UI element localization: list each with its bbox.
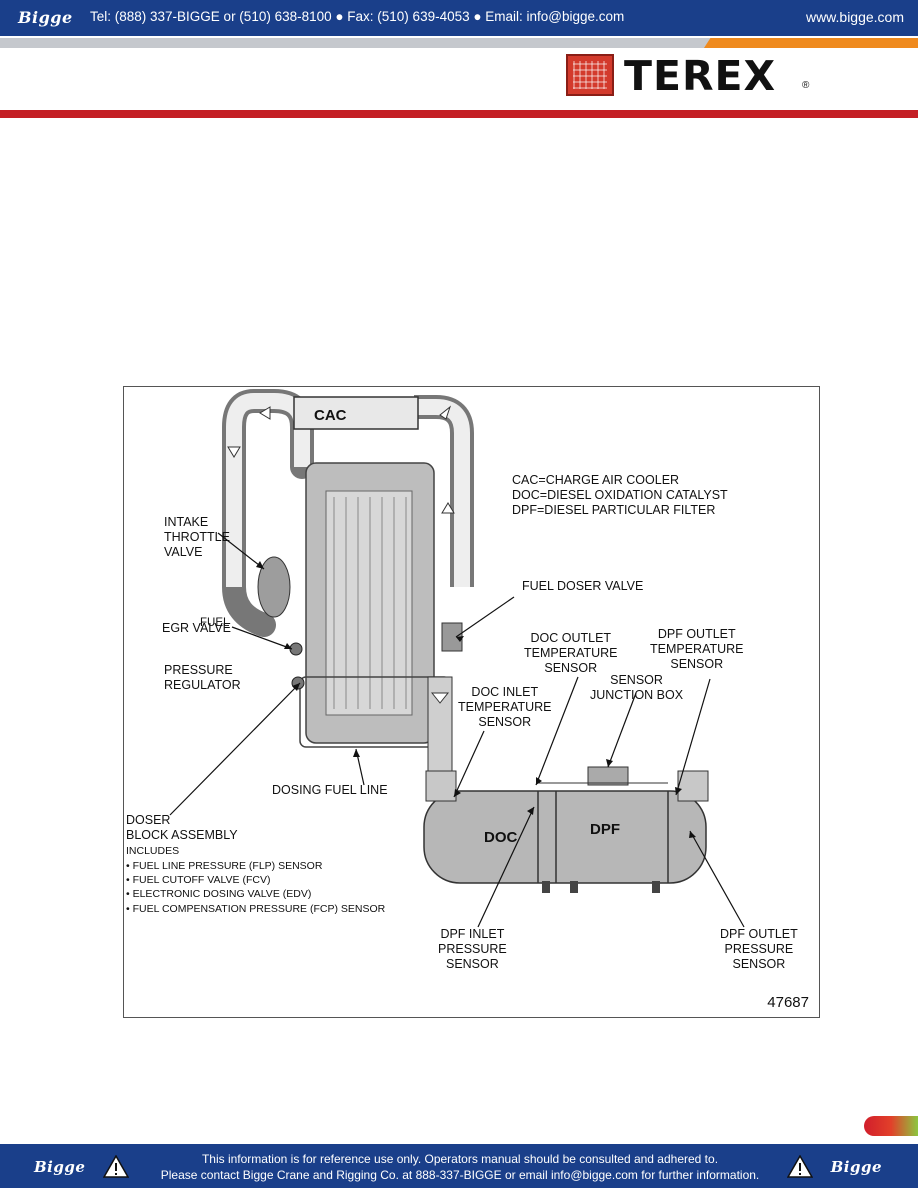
legend: CAC=CHARGE AIR COOLER DOC=DIESEL OXIDATI… [512,473,728,518]
list-item: • FUEL LINE PRESSURE (FLP) SENSOR [126,860,323,872]
arrow-down-icon [227,446,241,458]
bigge-logo: Bigge [830,1158,882,1176]
cac-box [293,396,419,430]
doc-outlet-temp-sensor-label: DOC OUTLET TEMPERATURE SENSOR [524,631,618,675]
intake-throttle-valve-label: INTAKE THROTTLE VALVE [164,515,230,559]
list-item: • FUEL CUTOFF VALVE (FCV) [126,874,271,887]
registered-mark: ® [802,80,810,91]
doc-tank-label: DOC [484,829,518,846]
footer-bar: Bigge This information is for reference … [0,1144,918,1188]
header-bar: Bigge Tel: (888) 337-BIGGE or (510) 638-… [0,0,918,36]
arrow-left-icon [259,406,271,420]
header-red-rule [0,110,918,118]
legend-line: DOC=DIESEL OXIDATION CATALYST [512,488,728,502]
website-link[interactable]: www.bigge.com [805,9,904,25]
list-item: • FUEL COMPENSATION PRESSURE (FCP) SENSO… [126,902,386,915]
header-gray-stripe [0,38,718,48]
arrow-down-icon [430,692,450,704]
bigge-logo: Bigge [34,1158,86,1176]
terex-logo-text: TEREX [624,52,777,100]
includes-list: • FUEL LINE PRESSURE (FLP) SENSOR • FUEL… [126,859,385,916]
disclaimer-line: This information is for reference use on… [201,1152,719,1166]
color-tab-decoration [864,1116,918,1136]
list-item: • ELECTRONIC DOSING VALVE (EDV) [126,888,312,901]
diagram-artwork [169,389,745,928]
cac-label: CAC [314,407,347,424]
arrow-up-icon [441,502,455,514]
legend-line: CAC=CHARGE AIR COOLER [512,473,680,487]
dpf-tank-label: DPF [590,821,620,838]
arrow-up-right-icon [439,405,452,420]
intake-throttle-body [257,556,291,618]
figure-number: 47687 [767,994,809,1011]
fuel-overlay-label: FUEL [200,617,230,629]
doc-inlet-flange [425,770,457,802]
pressure-regulator-label: PRESSURE REGULATOR [164,663,241,692]
dpf-outlet-temp-sensor-label: DPF OUTLET TEMPERATURE SENSOR [650,627,744,671]
exhaust-downpipe [427,676,453,774]
sensor-junction-box [587,766,629,786]
doc-dpf-canister [423,790,707,884]
header-orange-stripe [704,38,918,48]
terex-emblem-icon [566,54,614,96]
warning-icon [103,1155,129,1178]
dpf-outlet-flange [677,770,709,802]
dosing-fuel-line-label: DOSING FUEL LINE [272,783,388,797]
fuel-doser-valve-label: FUEL DOSER VALVE [522,579,644,593]
dpf-outlet-pressure-sensor-label: DPF OUTLET PRESSURE SENSOR [720,927,798,971]
doc-inlet-temp-sensor-label: DOC INLET TEMPERATURE SENSOR [458,685,552,729]
doser-block-assembly-label: DOSER BLOCK ASSEMBLY [126,813,238,842]
engine-valve-cover [325,490,413,716]
includes-label: INCLUDES [126,845,180,857]
dpf-inlet-pressure-sensor-label: DPF INLET PRESSURE SENSOR [438,927,507,971]
egr-valve-label: EGR VALVE [162,621,232,635]
bigge-logo: Bigge [18,8,73,27]
legend-line: DPF=DIESEL PARTICULAR FILTER [512,503,716,517]
contact-info: Tel: (888) 337-BIGGE or (510) 638-8100 ●… [90,9,625,24]
warning-icon [787,1155,813,1178]
aftertreatment-diagram: CAC CAC=CHARGE AIR COOLER DOC=DIESEL OXI… [123,386,820,1018]
contact-line: Please contact Bigge Crane and Rigging C… [160,1168,760,1182]
sensor-junction-box-label: SENSOR JUNCTION BOX [590,673,684,702]
